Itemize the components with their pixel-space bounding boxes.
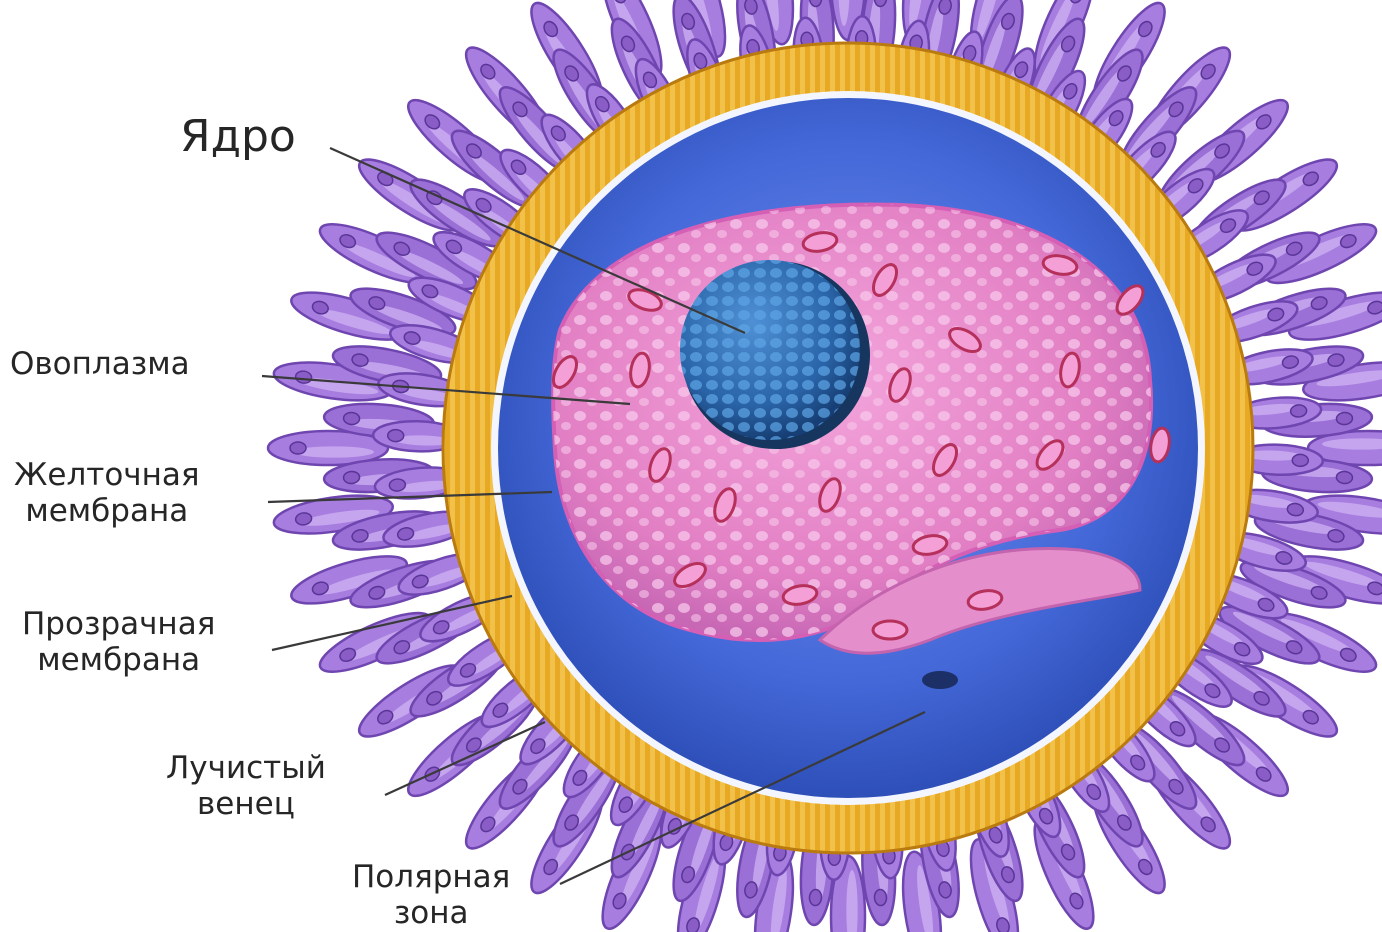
label-zona-pellucida: Прозрачная мембрана <box>22 607 215 678</box>
label-zona-line2: мембрана <box>22 643 215 679</box>
label-nucleus-text: Ядро <box>180 112 296 163</box>
nucleus-texture <box>680 260 860 440</box>
label-zona-line1: Прозрачная <box>22 607 215 643</box>
label-yolk-membrane-line2: мембрана <box>14 494 200 530</box>
label-corona-radiata: Лучистый венец <box>166 751 326 822</box>
label-yolk-membrane-line1: Желточная <box>14 458 200 494</box>
label-yolk-membrane: Желточная мембрана <box>14 458 200 529</box>
label-corona-line2: венец <box>166 787 326 823</box>
label-polar-zone-line1: Полярная <box>352 860 510 896</box>
label-polar-zone: Полярная зона <box>352 860 510 931</box>
label-corona-line1: Лучистый <box>166 751 326 787</box>
polar-body <box>922 671 958 689</box>
label-nucleus: Ядро <box>180 112 296 163</box>
label-ovoplasm: Овоплазма <box>10 347 190 383</box>
label-ovoplasm-text: Овоплазма <box>10 347 190 383</box>
label-polar-zone-line2: зона <box>352 896 510 932</box>
granule <box>873 621 907 639</box>
